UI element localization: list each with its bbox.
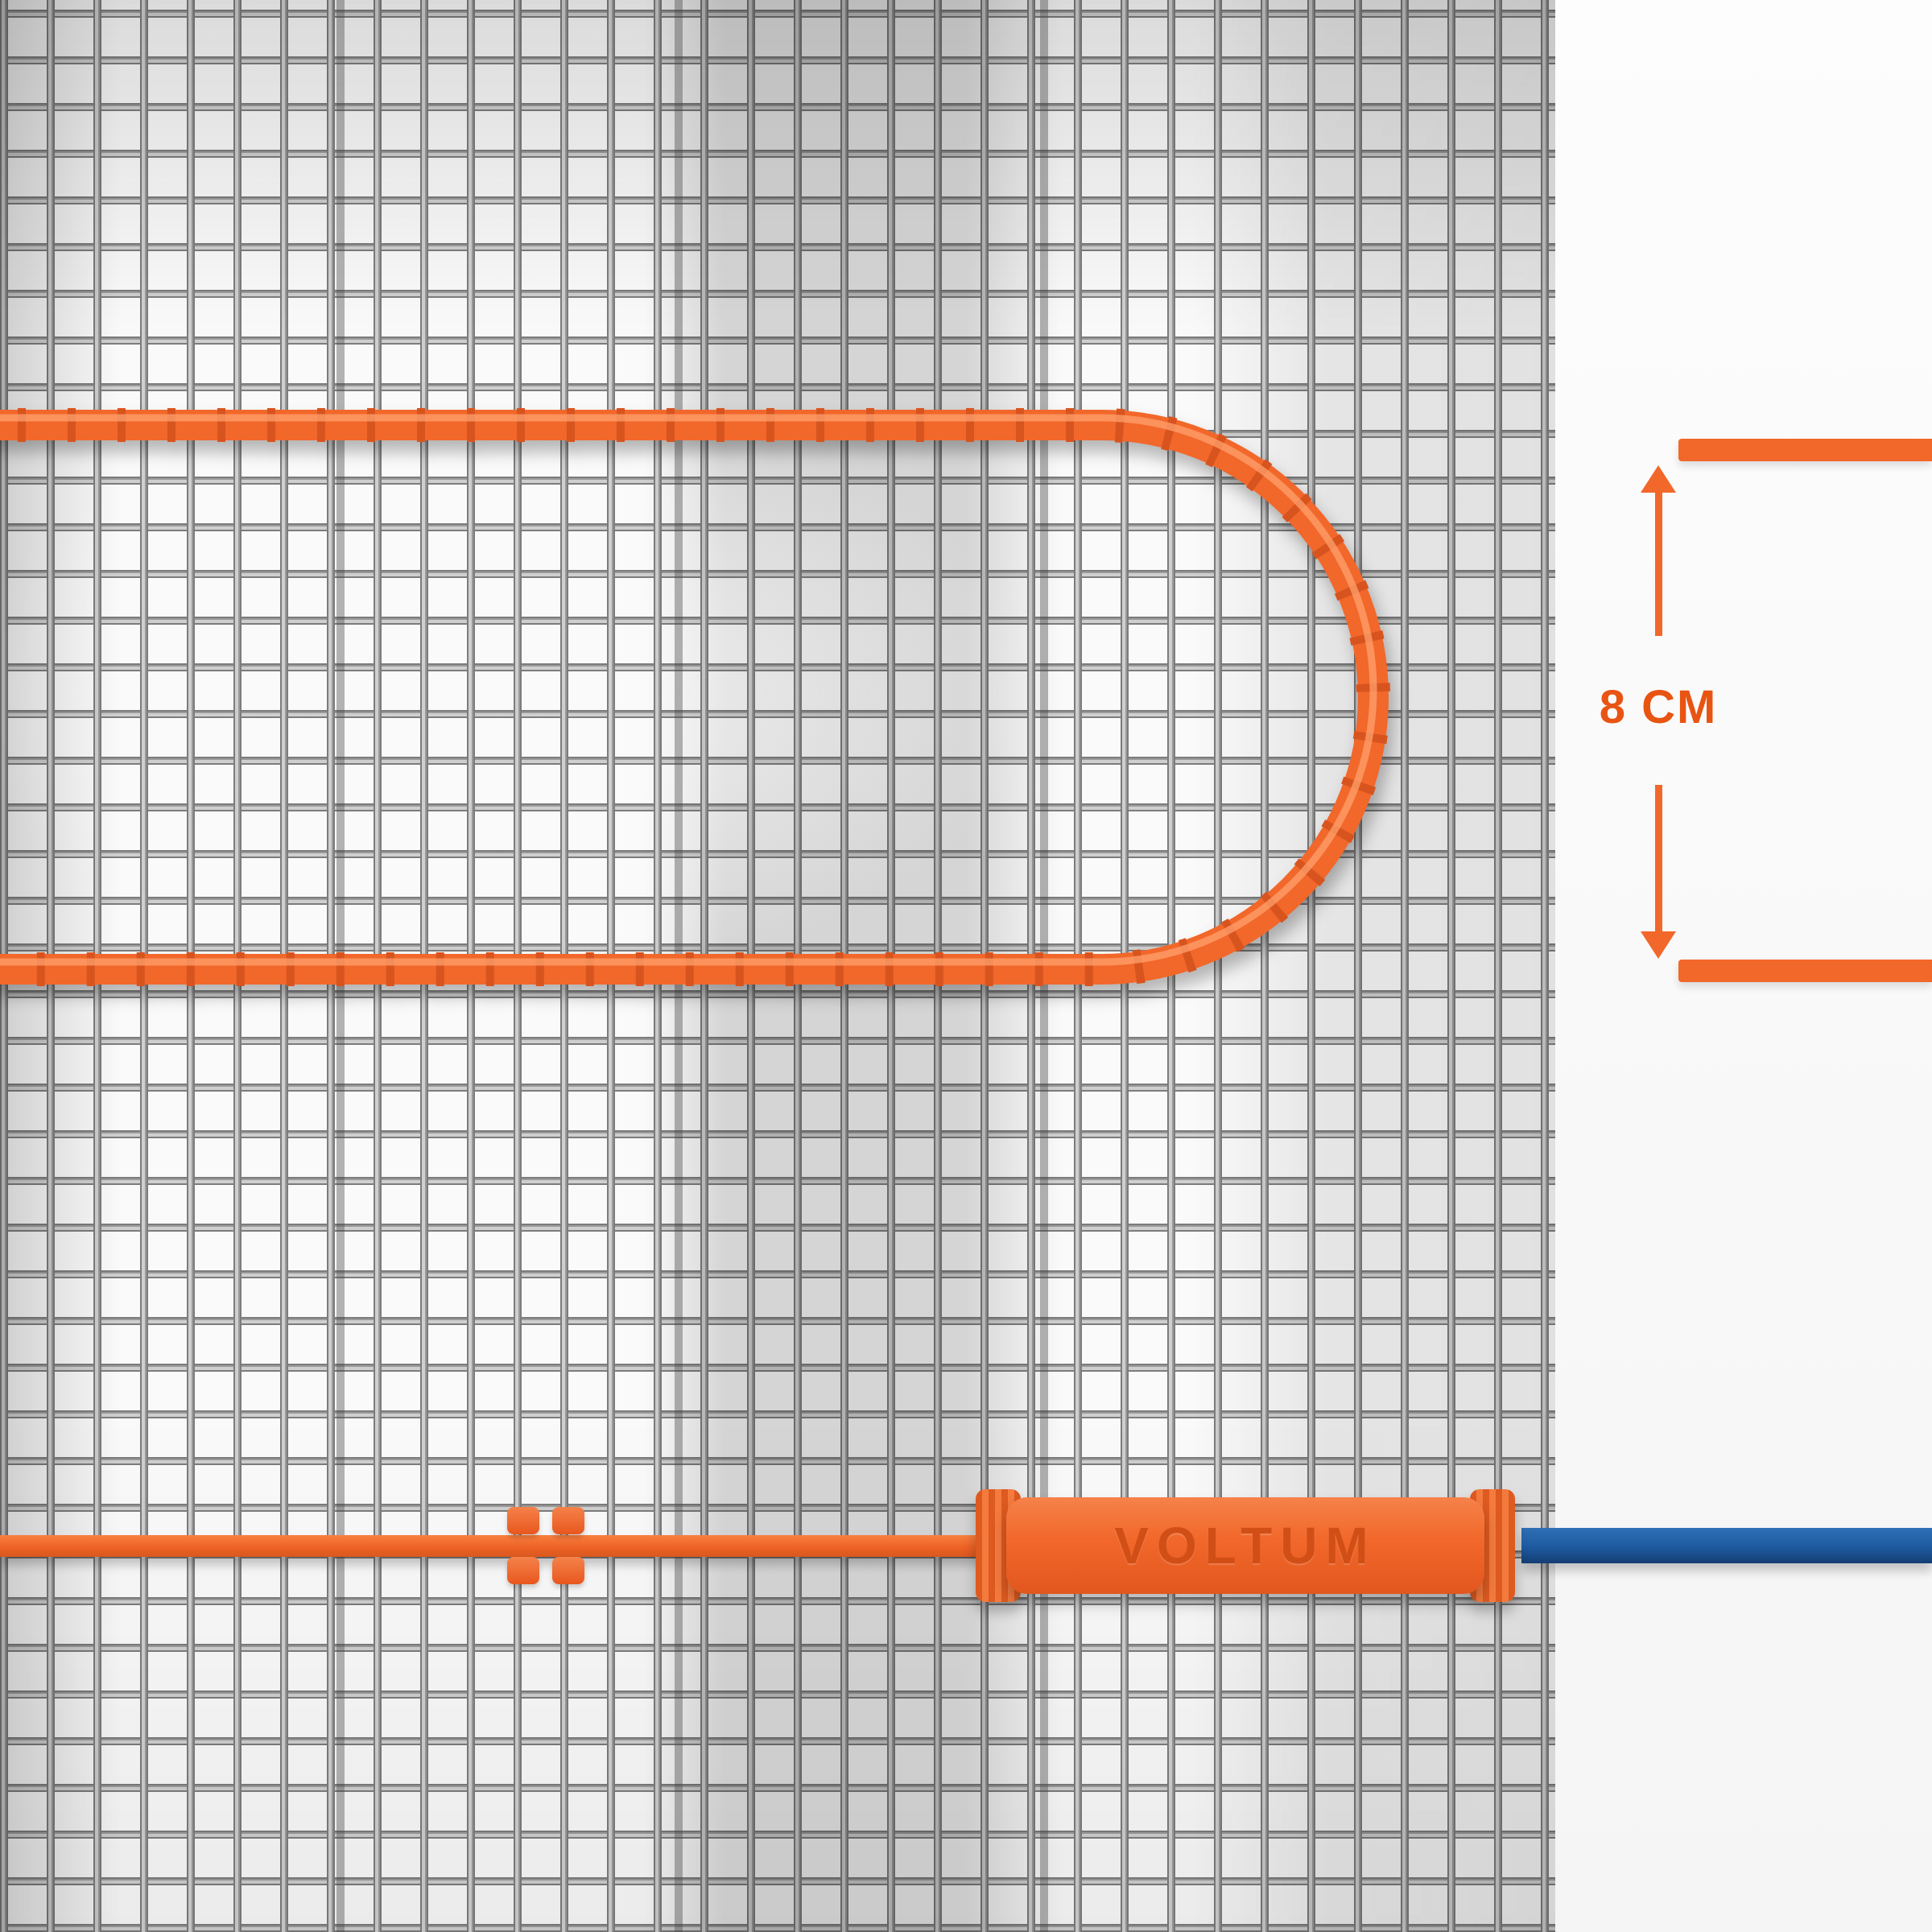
dimension-bar-top bbox=[1678, 439, 1932, 461]
mesh-heavy-wire bbox=[336, 0, 345, 1932]
arrow-down-icon bbox=[1641, 931, 1676, 959]
connector-brand-label: VOLTUM bbox=[1114, 1517, 1377, 1575]
clip-tab bbox=[507, 1507, 539, 1534]
dimension-label: 8 CM bbox=[1599, 681, 1718, 733]
mesh-heavy-wire bbox=[1040, 0, 1048, 1932]
mesh-heavy-wire bbox=[675, 0, 683, 1932]
connector-body: VOLTUM bbox=[1006, 1497, 1484, 1594]
cold-lead-cable bbox=[0, 1535, 1014, 1557]
clip-tab bbox=[552, 1557, 584, 1584]
dimension-line-lower bbox=[1655, 785, 1662, 931]
clip-tab bbox=[507, 1557, 539, 1584]
clip-tab bbox=[552, 1507, 584, 1534]
cable-clip bbox=[507, 1507, 596, 1584]
cable-connector: VOLTUM bbox=[976, 1489, 1544, 1602]
dimension-line-upper bbox=[1655, 491, 1662, 636]
dimension-bar-bottom bbox=[1678, 960, 1932, 982]
power-supply-cable bbox=[1521, 1528, 1932, 1563]
wire-mesh-grid bbox=[0, 0, 1555, 1932]
arrow-up-icon bbox=[1641, 465, 1676, 493]
